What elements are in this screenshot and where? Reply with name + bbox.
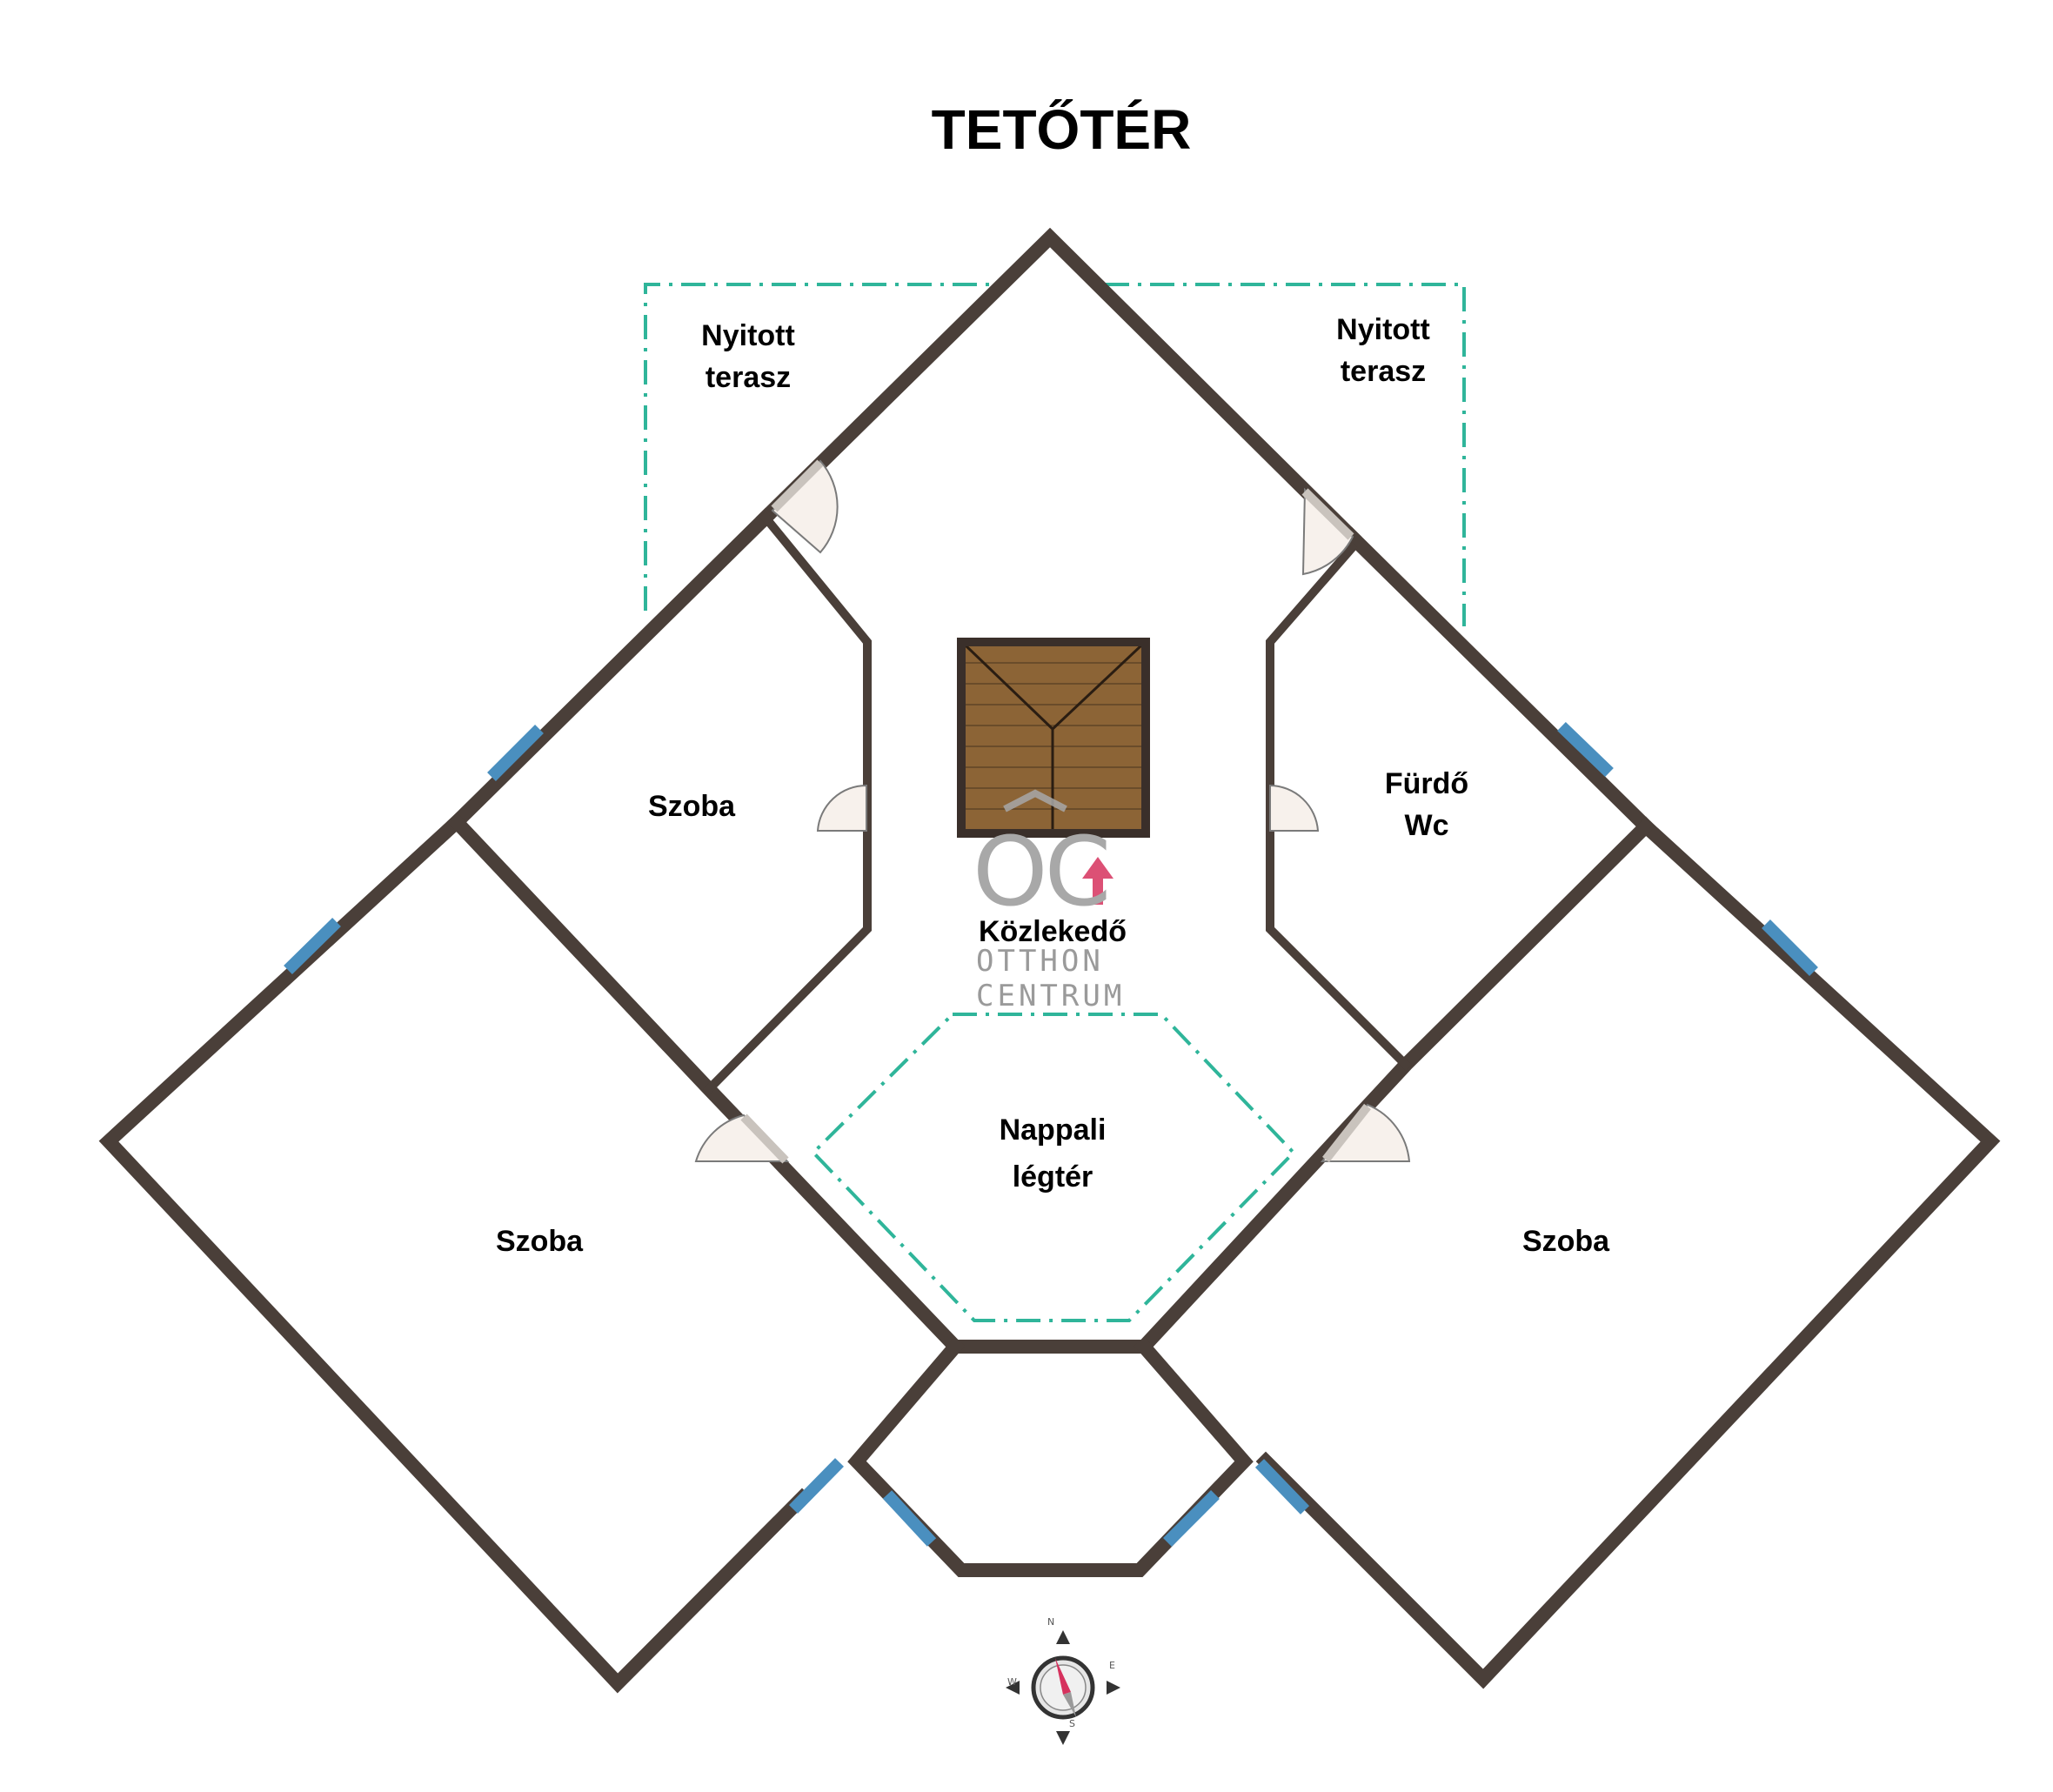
- wall-right-room-inner: [1133, 816, 1656, 1357]
- wall-upper-right-outer: [1341, 526, 1656, 837]
- living-void-outline: [811, 1013, 1296, 1322]
- terrace-outlines: [644, 283, 1466, 1322]
- label-room-upper-left: Szoba: [647, 790, 736, 823]
- label-room-lower-right: Szoba: [1521, 1225, 1610, 1258]
- window: [284, 918, 341, 974]
- wall-right-room: [1255, 816, 2001, 1689]
- door-bathroom: [1269, 784, 1320, 832]
- compass-s: S: [1069, 1718, 1075, 1729]
- doors: [694, 459, 1411, 1162]
- label-bathroom: Fürdő Wc: [1384, 767, 1469, 842]
- label-room-lower-left: Szoba: [495, 1225, 584, 1258]
- window: [882, 1490, 937, 1547]
- door-upper-left-room: [816, 784, 867, 832]
- wall-left-room-inner: [446, 812, 966, 1357]
- door-lower-left-room: [694, 1113, 790, 1162]
- label-terrace-left: Nyitott terasz: [701, 319, 795, 394]
- watermark-logo: [1003, 789, 1113, 905]
- window: [1557, 721, 1614, 778]
- compass-w: W: [1007, 1676, 1017, 1688]
- compass-n: N: [1047, 1616, 1055, 1628]
- door-terrace-left: [771, 459, 839, 554]
- door-lower-right-room: [1320, 1103, 1411, 1162]
- door-terrace-right: [1301, 487, 1354, 576]
- window: [789, 1458, 844, 1514]
- walls: [98, 227, 2001, 1694]
- terrace-left-outline: [644, 283, 996, 611]
- page-title: TETŐTÉR: [931, 98, 1192, 161]
- wall-bay-left: [847, 1336, 1254, 1577]
- window: [1762, 919, 1818, 976]
- label-living-void: Nappali légtér: [999, 1113, 1107, 1194]
- door-leaves: [740, 459, 1371, 1164]
- wall-left-room: [98, 812, 813, 1694]
- window: [1163, 1490, 1220, 1547]
- label-corridor: Közlekedő: [978, 915, 1127, 948]
- window: [487, 725, 544, 781]
- compass-e: E: [1109, 1660, 1115, 1671]
- compass-icon: [1006, 1630, 1120, 1745]
- watermark-letters: OC: [973, 816, 1111, 927]
- wall-upper-left-outer: [446, 507, 776, 832]
- label-terrace-right: Nyitott terasz: [1336, 313, 1430, 388]
- window: [1254, 1459, 1310, 1515]
- watermark-arrow: [1082, 857, 1113, 905]
- watermark-line1: OTTHON: [976, 944, 1104, 979]
- wall-roof-left: [755, 227, 1362, 547]
- watermark-line2: CENTRUM: [976, 979, 1126, 1013]
- windows: [284, 721, 1818, 1547]
